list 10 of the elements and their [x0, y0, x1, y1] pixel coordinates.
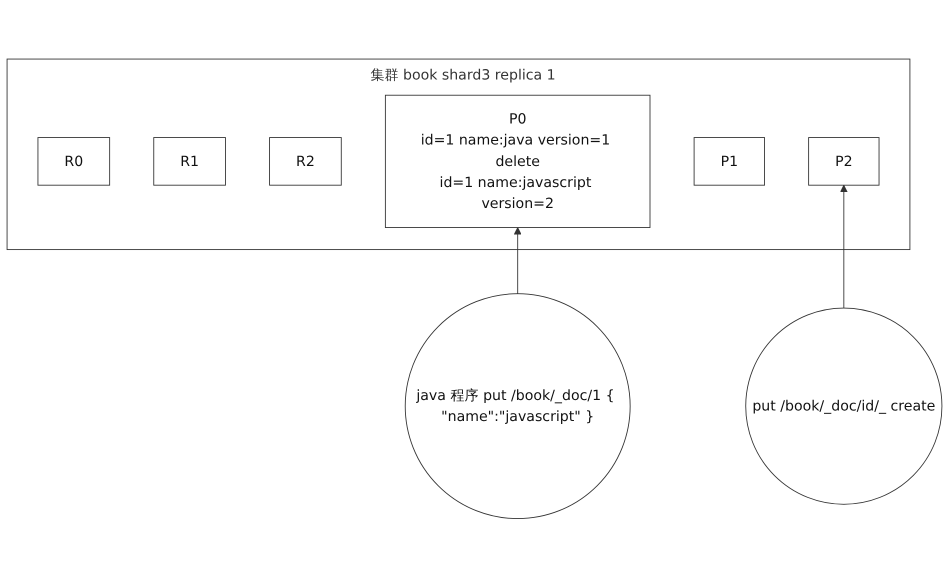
node-box: P1 [694, 136, 765, 186]
node-circle: java 程序 put /book/_doc/1 { "name":"javascript" } [404, 292, 631, 519]
node-box: P2 [808, 136, 880, 186]
node-box: R1 [153, 136, 226, 186]
node-box: R2 [269, 136, 342, 186]
arrow [514, 226, 522, 294]
arrow [840, 184, 848, 308]
node-box: R0 [38, 136, 110, 186]
node-box: P0 id=1 name:java version=1 delete id=1 name:javascript version=2 [384, 94, 650, 228]
node-circle: put /book/_doc/id/_ create [745, 307, 942, 504]
